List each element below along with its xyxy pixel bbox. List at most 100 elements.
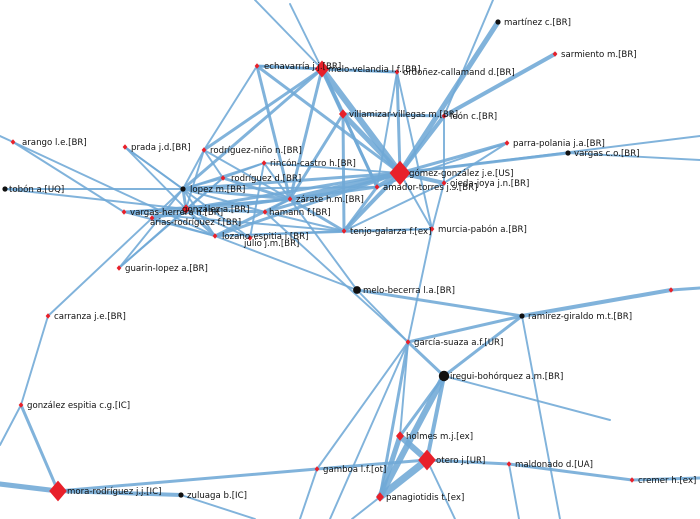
node-gonzalezE[interactable] (18, 402, 24, 408)
edge-echavarria-gomez (255, 64, 402, 175)
node-holmes[interactable] (396, 431, 404, 441)
edge-gamboa-mora (56, 467, 319, 493)
node-ojeda[interactable] (441, 180, 447, 186)
node-label-guarin: guarin-lopez a.[BR] (125, 264, 208, 274)
node-panagiotidis[interactable] (376, 492, 384, 502)
node-label-lozano: lozano-espitia i.[BR] (222, 232, 308, 242)
node-gomez[interactable] (389, 160, 411, 186)
edge-ordonez-gomez (395, 70, 402, 175)
node-tobon[interactable] (2, 186, 8, 192)
node-label-amador: amador-torres j.s.[BR] (383, 183, 477, 193)
node-zarate[interactable] (287, 196, 293, 202)
node-lozano[interactable] (212, 233, 218, 239)
node-label-arias: arias-rodríguez f.[BR] (150, 218, 241, 228)
node-vargasH[interactable] (121, 209, 127, 215)
edge-otero-gamboa (315, 458, 429, 471)
edge-offcanvas-15 (299, 468, 318, 519)
edge-garcia-iregui (406, 340, 446, 378)
edge-tobon-gonzalez (4, 188, 187, 210)
node-rightBR[interactable] (668, 287, 674, 293)
node-prada[interactable] (122, 144, 128, 150)
node-gamboa[interactable] (314, 466, 320, 472)
node-rincon[interactable] (261, 160, 267, 166)
node-meloBec[interactable] (353, 286, 361, 294)
edge-offcanvas-7 (630, 476, 700, 482)
node-label-parra: parra-polania j.a.[BR] (513, 139, 605, 149)
node-ordonez[interactable] (394, 69, 400, 75)
node-arango[interactable] (10, 139, 16, 145)
node-echavarria[interactable] (254, 63, 260, 69)
edge-villamizar-zarate (288, 112, 345, 201)
edge-offcanvas-17 (0, 404, 22, 446)
node-label-rincon: rincón-castro h.[BR] (270, 158, 356, 169)
node-otero[interactable] (418, 449, 436, 471)
node-vargas[interactable] (565, 150, 571, 156)
node-murcia[interactable] (429, 226, 435, 232)
node-label-gonzalez: gonzález a.[BR] (182, 205, 249, 215)
edge-ramirez-garcia (406, 314, 524, 344)
node-hamann[interactable] (262, 209, 268, 215)
node-rodD[interactable] (220, 175, 226, 181)
node-label-vargas: vargas c.o.[BR] (574, 149, 640, 159)
node-label-julio: julio j.m.[BR] (243, 239, 299, 249)
node-label-tenjo: tenjo-galarza f.[ex] (350, 227, 432, 237)
node-guarin[interactable] (116, 265, 122, 271)
labels-layer: martínez c.[BR]sarmiento m.[BR]echavarrí… (9, 18, 696, 503)
node-garcia[interactable] (405, 339, 411, 345)
node-amador[interactable] (374, 184, 380, 190)
node-label-hamann: hamann f.[BR] (269, 208, 331, 218)
node-cremer[interactable] (629, 477, 635, 483)
edge-rincon-julio (249, 162, 265, 239)
edge-ramirez-iregui (442, 314, 524, 378)
edge-gonzalezE-carranza (20, 315, 49, 406)
edge-gomez-murcia (399, 172, 433, 230)
edge-offcanvas-1 (254, 0, 323, 70)
edge-prada-julio (124, 146, 251, 239)
node-label-echavarria: echavarría j.j.[BR] (264, 62, 341, 72)
node-meloVel[interactable] (314, 60, 330, 78)
node-rodNino[interactable] (201, 147, 207, 153)
node-iregui[interactable] (438, 370, 450, 382)
edge-holmes-panagiotidis (377, 433, 403, 500)
edge-rodNino-lopez (182, 149, 205, 190)
edge-parra-gomez (398, 141, 509, 175)
node-label-meloVel: melo-velandia l.f.[BR] (328, 65, 420, 75)
node-label-villamizar: villamizar-villegas m.[BR] (349, 110, 458, 120)
node-label-ordonez: ordoñez-callamand d.[BR] (403, 68, 515, 78)
node-villamizar[interactable] (339, 109, 347, 119)
node-label-iregui: iregui-bohórquez a.m.[BR] (450, 371, 563, 382)
edge-gomez-tenjo (341, 170, 403, 234)
edge-offcanvas-2 (443, 0, 494, 117)
node-parra[interactable] (504, 140, 510, 146)
node-leon[interactable] (441, 113, 447, 119)
node-label-carranza: carranza j.e.[BR] (54, 312, 126, 322)
node-carranza[interactable] (45, 313, 51, 319)
edge-prada-gonzalez (124, 146, 187, 210)
edge-meloVel-rodNino (202, 67, 324, 152)
edge-offcanvas-5 (567, 152, 700, 161)
node-julio[interactable] (247, 235, 253, 241)
node-gonzalez[interactable] (182, 204, 190, 214)
node-mora[interactable] (49, 480, 67, 502)
edge-echavarria-zarate (255, 64, 292, 201)
node-label-lopez: lopez m.[BR] (190, 185, 245, 195)
edge-iregui-panagiotidis (376, 372, 448, 501)
node-arias[interactable] (149, 215, 155, 221)
node-zuluaga[interactable] (178, 492, 184, 498)
edge-offcanvas-3 (0, 135, 14, 143)
node-ramirez[interactable] (519, 313, 525, 319)
node-tenjo[interactable] (341, 228, 347, 234)
edge-mora-gonzalezE (19, 403, 60, 493)
edge-offcanvas-16 (443, 375, 611, 421)
node-maldonado[interactable] (506, 461, 512, 467)
node-label-otero: otero j.[UR] (436, 456, 485, 466)
node-label-vargasH: vargas-herrera h.[BR] (130, 208, 223, 218)
nodes-layer (2, 19, 674, 502)
node-lopez[interactable] (180, 186, 186, 192)
edge-meloVel-lopez (181, 67, 324, 191)
edge-gomez-rincon (263, 162, 401, 174)
node-martinez[interactable] (495, 19, 501, 25)
edge-hamann-tenjo (264, 211, 345, 232)
node-sarmiento[interactable] (552, 51, 558, 57)
